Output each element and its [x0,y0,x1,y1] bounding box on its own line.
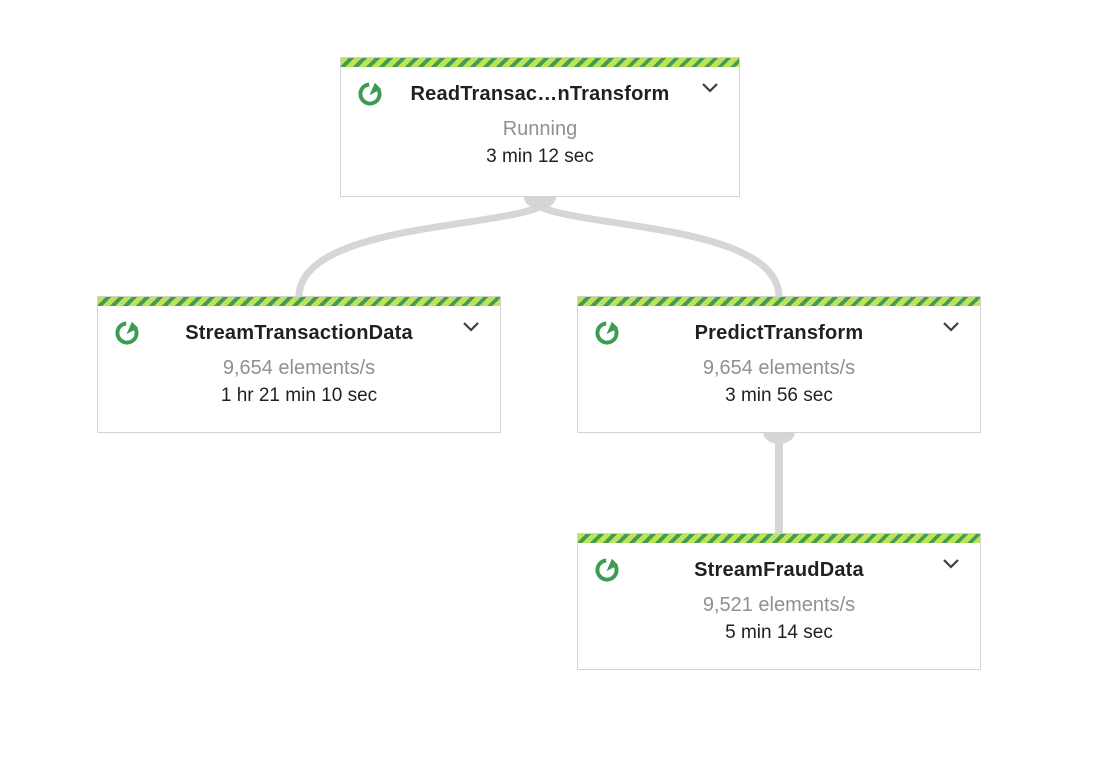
edge-read-to-streamtransactiondata [295,195,553,298]
step-duration: 3 min 56 sec [725,385,833,406]
step-duration: 5 min 14 sec [725,622,833,643]
running-status-icon [113,319,141,347]
step-title: ReadTransac…nTransform [410,83,670,105]
edge-read-to-predicttransform [527,195,783,298]
node-streamtransactiondata[interactable]: StreamTransactionData 9,654 elements/s 1… [97,296,501,433]
step-status: Running [502,118,578,140]
node-predicttransform[interactable]: PredictTransform 9,654 elements/s 3 min … [577,296,981,433]
progress-stripe [578,534,980,543]
step-throughput: 9,521 elements/s [702,594,856,616]
chevron-down-icon[interactable] [462,313,480,332]
chevron-down-icon[interactable] [701,74,719,93]
node-title-row: PredictTransform [578,317,980,349]
node-title-row: StreamTransactionData [98,317,500,349]
chevron-down-icon[interactable] [942,550,960,569]
step-title: StreamTransactionData [185,322,413,344]
running-status-icon [356,80,384,108]
progress-stripe [578,297,980,306]
progress-stripe [341,58,739,67]
progress-stripe [98,297,500,306]
node-title-row: ReadTransac…nTransform [341,78,739,110]
step-duration: 3 min 12 sec [486,146,594,167]
step-title: PredictTransform [694,322,864,344]
chevron-down-icon[interactable] [942,313,960,332]
running-status-icon [593,556,621,584]
running-status-icon [593,319,621,347]
node-readtransactiontransform[interactable]: ReadTransac…nTransform Running 3 min 12 … [340,57,740,197]
step-throughput: 9,654 elements/s [222,357,376,379]
node-title-row: StreamFraudData [578,554,980,586]
step-duration: 1 hr 21 min 10 sec [220,385,378,406]
node-streamfrauddata[interactable]: StreamFraudData 9,521 elements/s 5 min 1… [577,533,981,670]
step-throughput: 9,654 elements/s [702,357,856,379]
step-title: StreamFraudData [694,559,864,581]
